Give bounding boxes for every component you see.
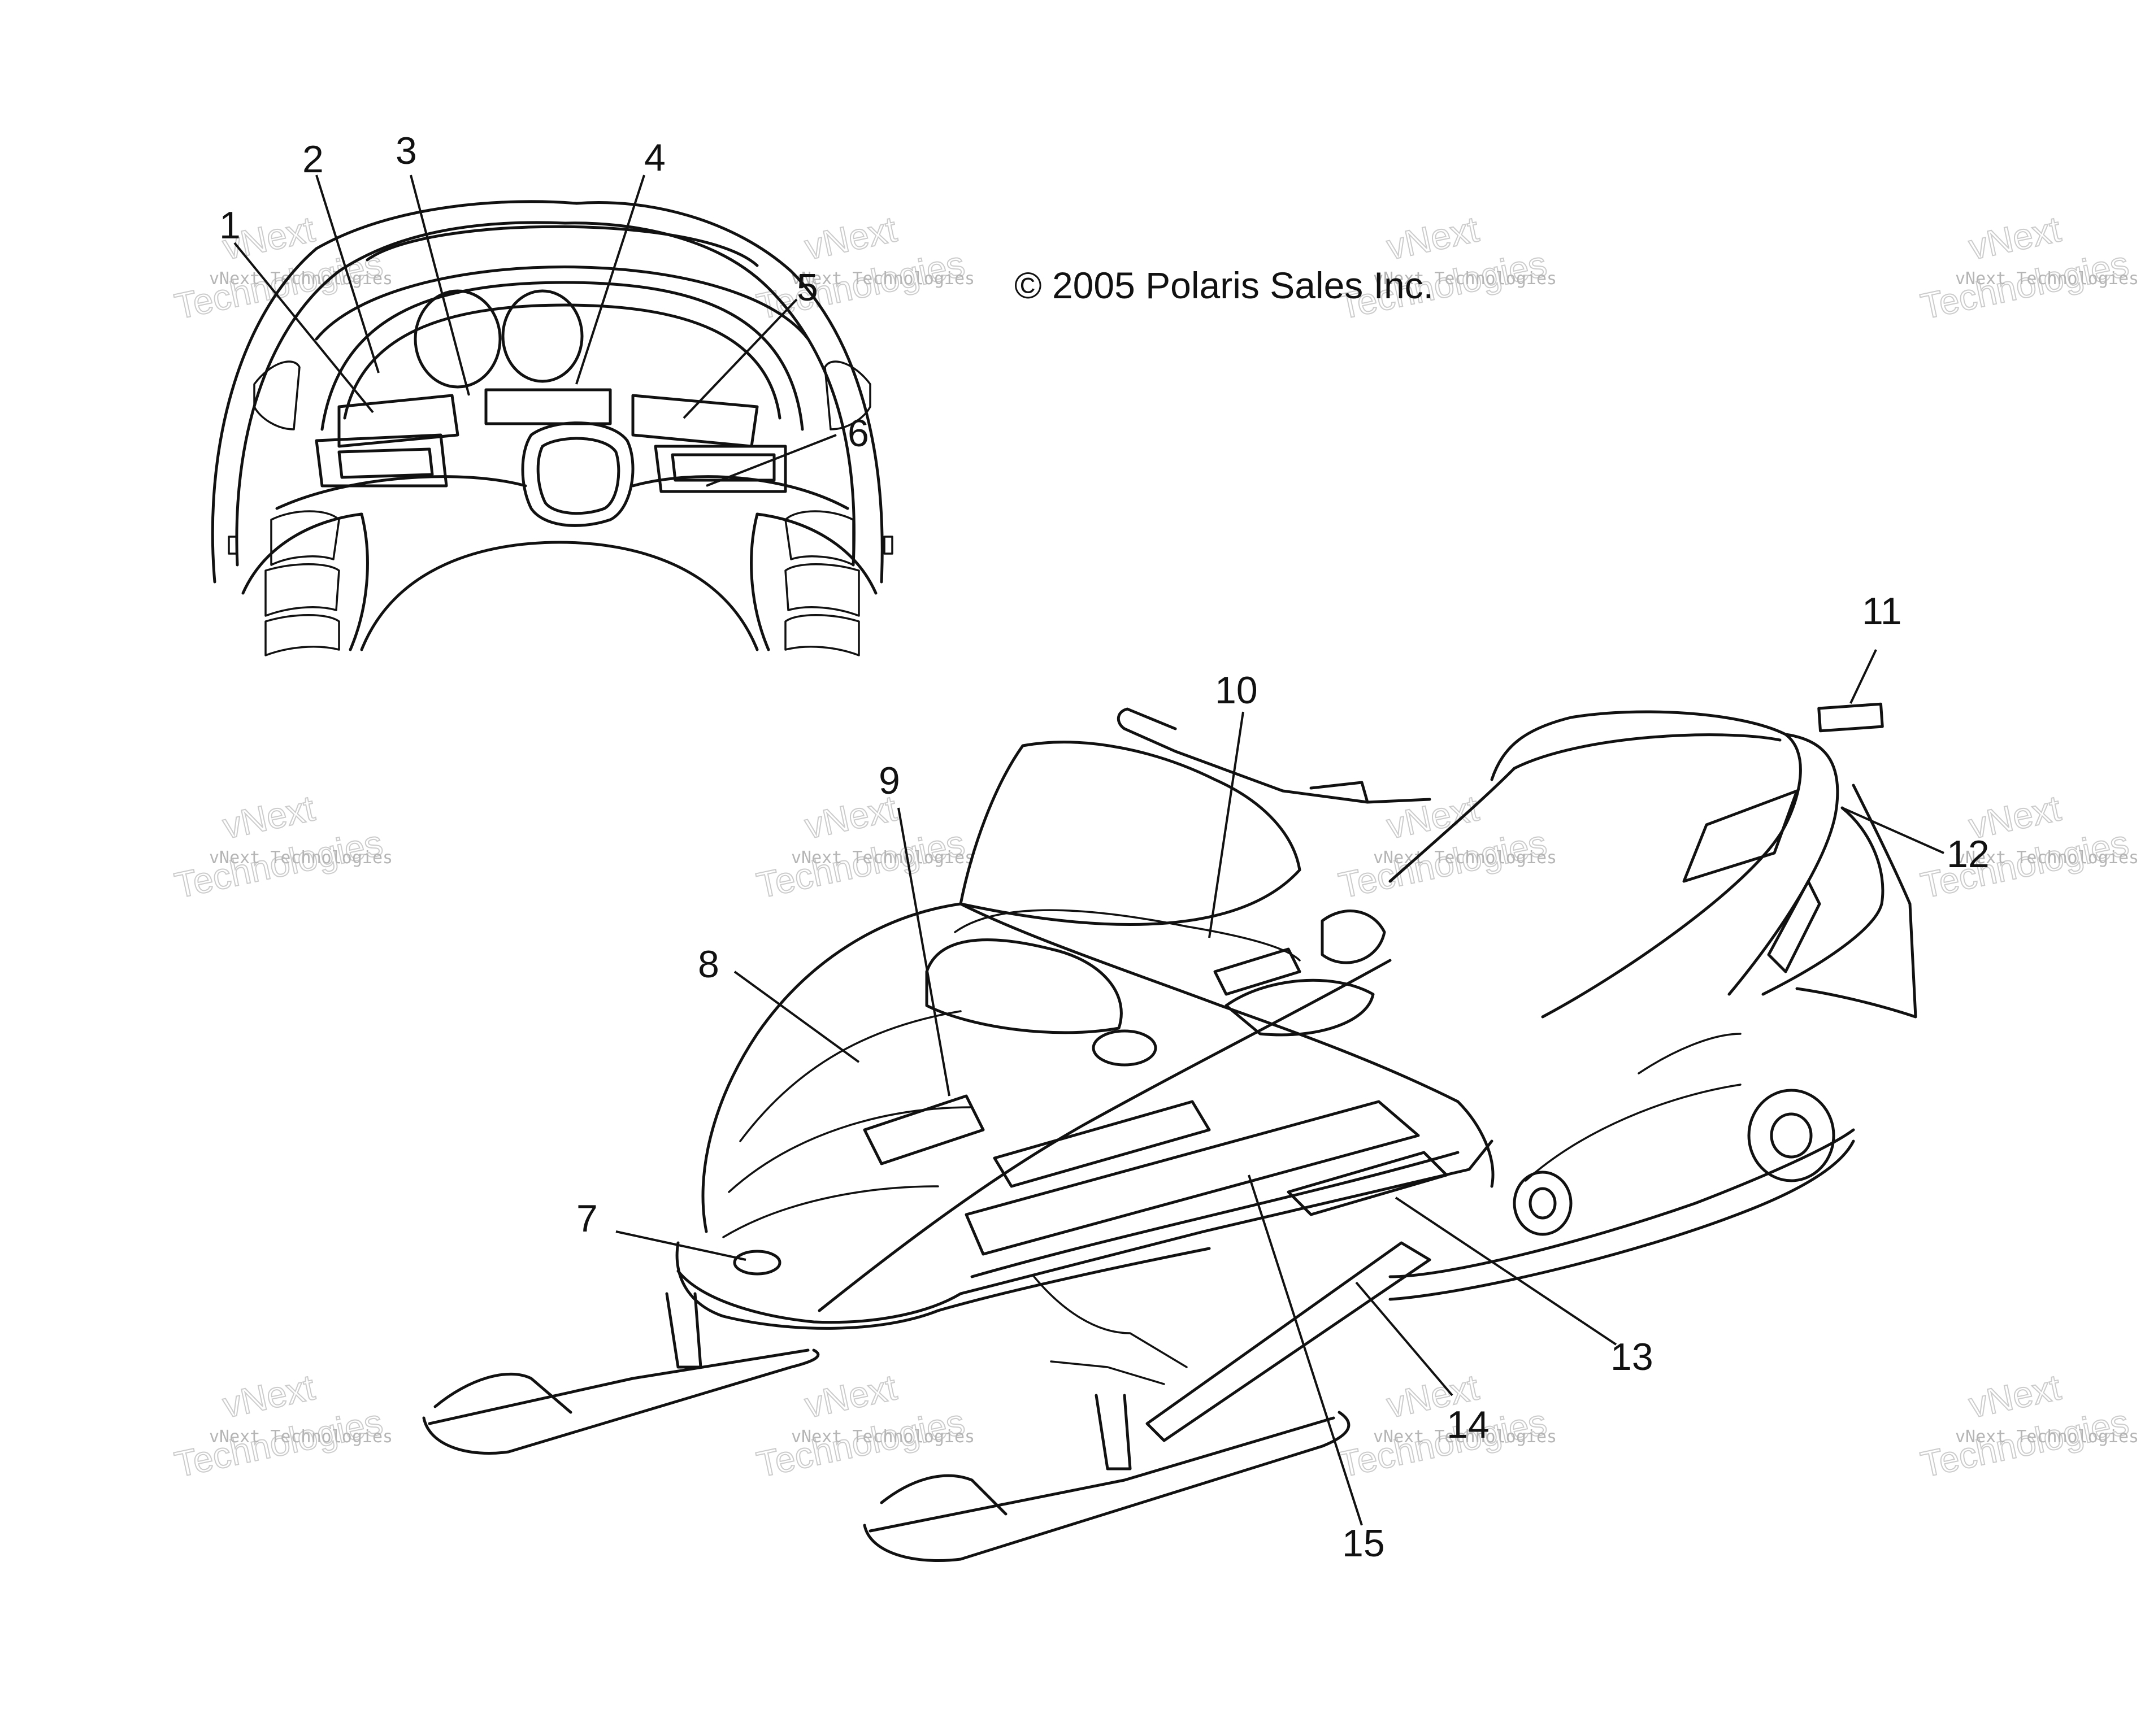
watermark-small: vNext Technologies: [209, 848, 393, 868]
callout-2: 2: [302, 138, 324, 181]
copyright-text: © 2005 Polaris Sales Inc.: [1014, 264, 1434, 306]
callout-3: 3: [396, 129, 417, 172]
callout-6: 6: [848, 412, 869, 455]
watermark-small: vNext Technologies: [791, 1427, 975, 1447]
callout-1: 1: [219, 204, 241, 247]
callout-11: 11: [1862, 590, 1902, 633]
watermark-small: vNext Technologies: [1373, 848, 1557, 868]
watermark-small: vNext Technologies: [1955, 848, 2139, 868]
watermark-small: vNext Technologies: [1955, 1427, 2139, 1447]
callout-13: 13: [1610, 1335, 1653, 1378]
callout-7: 7: [576, 1197, 598, 1240]
snowmobile-drawing: [422, 702, 1917, 1562]
dashboard-inset-drawing: [211, 200, 893, 656]
leader-lines: [233, 175, 1944, 1526]
callout-10: 10: [1215, 669, 1258, 712]
watermark-small: vNext Technologies: [209, 1427, 393, 1447]
watermark-small: vNext Technologies: [1373, 269, 1557, 289]
watermark-small: vNext Technologies: [791, 269, 975, 289]
watermark-small: vNext Technologies: [1373, 1427, 1557, 1447]
callout-12: 12: [1947, 833, 1990, 876]
callout-15: 15: [1342, 1522, 1385, 1565]
watermark-small: vNext Technologies: [1955, 269, 2139, 289]
callout-8: 8: [698, 943, 719, 986]
watermark-small: vNext Technologies: [791, 848, 975, 868]
watermark-small: vNext Technologies: [209, 269, 393, 289]
callout-14: 14: [1447, 1403, 1490, 1446]
callout-labels: 1 2 3 4 5 6 7 8 9 10 11 12 13 14 15: [219, 129, 1990, 1565]
callout-9: 9: [879, 759, 900, 802]
callout-4: 4: [644, 136, 666, 179]
callout-5: 5: [797, 266, 818, 309]
